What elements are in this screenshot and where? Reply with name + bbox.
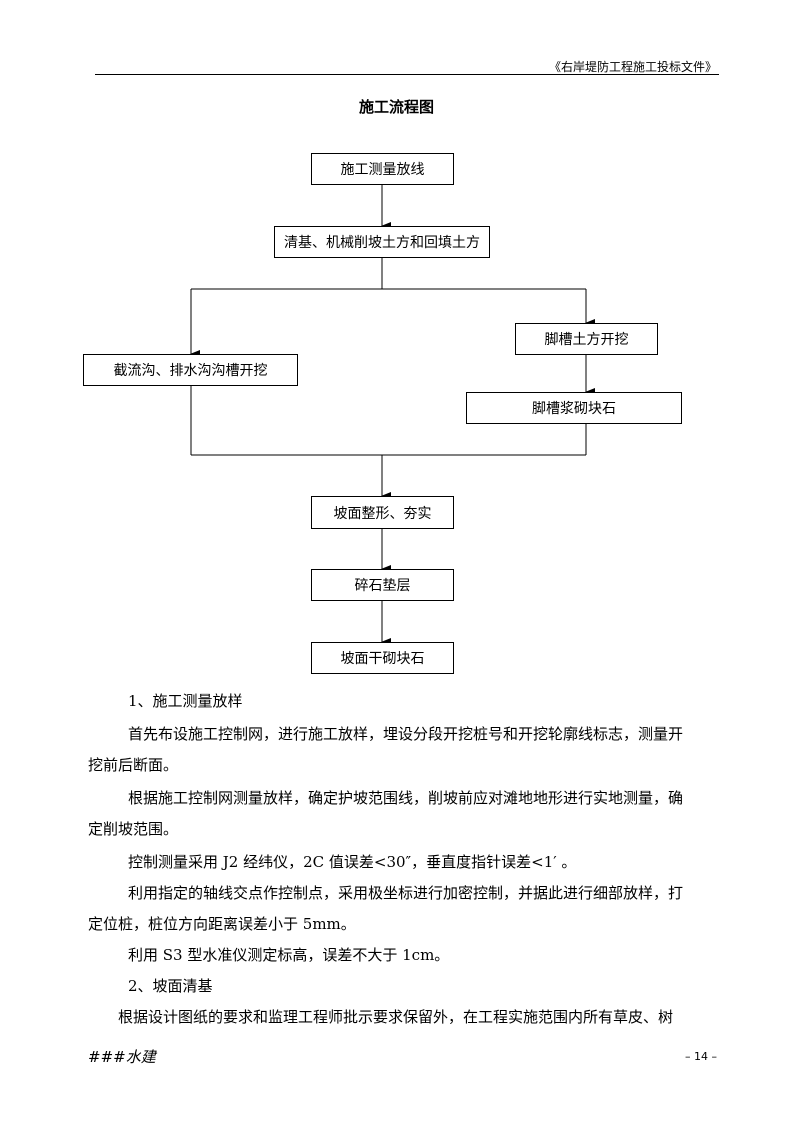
paragraph-6: 根据设计图纸的要求和监理工程师批示要求保留外，在工程实施范围内所有草皮、树 — [118, 1008, 674, 1026]
header-rule — [95, 74, 719, 75]
paragraph-5: 利用 S3 型水准仪测定标高，误差不大于 1cm。 — [128, 946, 450, 964]
paragraph-1-line-1: 首先布设施工控制网，进行施工放样，埋设分段开挖桩号和开挖轮廓线标志，测量开 — [128, 725, 684, 743]
section-1-heading: 1、施工测量放样 — [128, 692, 243, 710]
footer-page-number: – 14 – — [685, 1050, 717, 1063]
flow-node-dry-stone: 坡面干砌块石 — [311, 642, 454, 674]
flow-node-drainage-trench: 截流沟、排水沟沟槽开挖 — [83, 354, 298, 386]
flowchart-connectors — [190, 184, 595, 646]
flow-node-slope-shaping: 坡面整形、夯实 — [311, 496, 454, 529]
section-2-heading: 2、坡面清基 — [128, 977, 213, 995]
paragraph-2-line-1: 根据施工控制网测量放样，确定护坡范围线，削坡前应对滩地地形进行实地测量，确 — [128, 789, 684, 807]
flow-node-toe-excavation: 脚槽土方开挖 — [515, 323, 658, 355]
paragraph-2-line-2: 定削坡范围。 — [88, 820, 179, 838]
flow-node-gravel-layer: 碎石垫层 — [311, 569, 454, 601]
flow-node-clearing-earthwork: 清基、机械削坡土方和回填土方 — [274, 226, 490, 258]
flow-node-survey: 施工测量放线 — [311, 153, 454, 185]
paragraph-1-line-2: 挖前后断面。 — [88, 756, 179, 774]
footer-company: ###水建 — [88, 1048, 156, 1066]
paragraph-3: 控制测量采用 J2 经纬仪，2C 值误差<30″，垂直度指针误差<1′ 。 — [128, 853, 577, 871]
paragraph-4-line-2: 定位桩，桩位方向距离误差小于 5mm。 — [88, 915, 356, 933]
paragraph-4-line-1: 利用指定的轴线交点作控制点，采用极坐标进行加密控制，并据此进行细部放样，打 — [128, 884, 684, 902]
flow-node-toe-masonry: 脚槽浆砌块石 — [466, 392, 682, 424]
page-title: 施工流程图 — [358, 98, 434, 116]
header-doc-title: 《右岸堤防工程施工投标文件》 — [548, 60, 717, 74]
